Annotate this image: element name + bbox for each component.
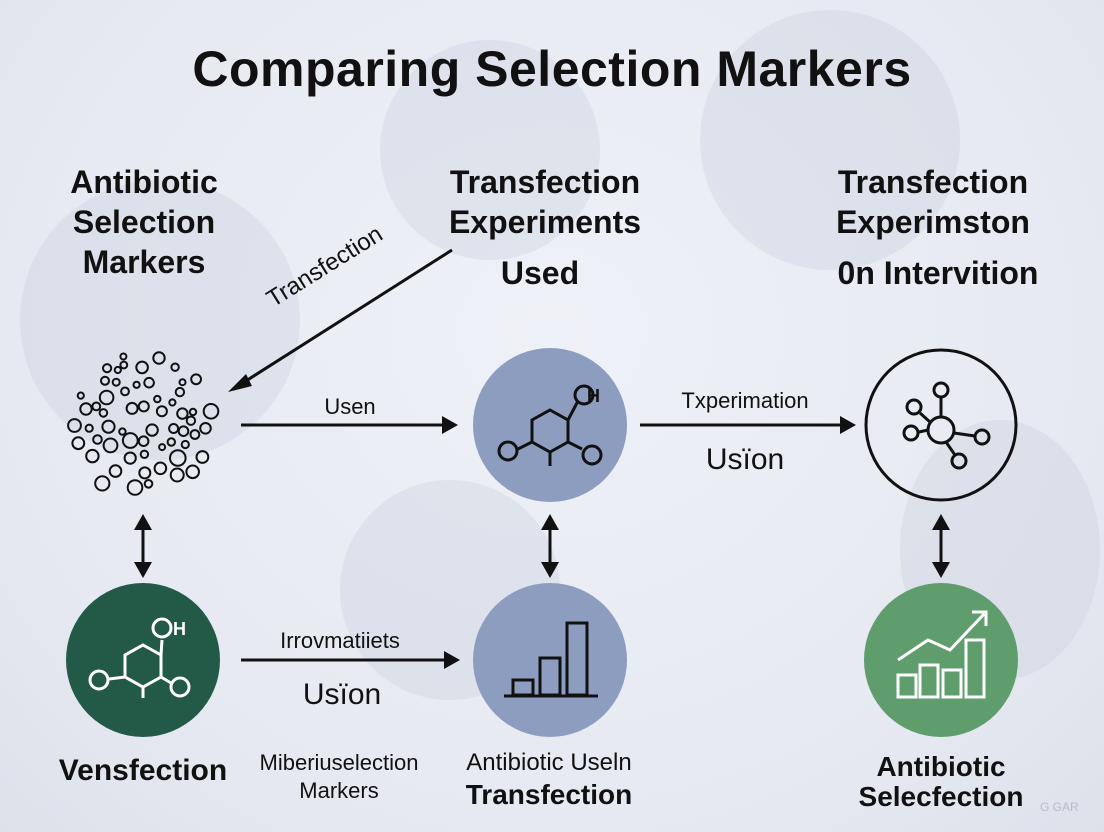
header-right-sub: 0n Intervition (837, 255, 1039, 291)
arrow-cluster-to-molecule (241, 416, 458, 434)
arrow-bottom-left-to-chart (241, 651, 460, 669)
caption-bottom-mid-line-2: Transfection (465, 779, 633, 810)
double-arrow-right (932, 514, 950, 578)
caption-bottom-left: Vensfection (58, 754, 228, 787)
background-blob (700, 10, 960, 270)
arrow-label-top-right: Txperimation (681, 388, 809, 413)
double-arrow-middle (541, 514, 559, 578)
background-blob (380, 40, 600, 260)
arrow-label-bottom: Irrovmatiiets (280, 628, 400, 653)
header-left-line-1: Antibiotic (70, 164, 218, 200)
header-middle-sub: Used (500, 255, 580, 291)
header-left-line-3: Markers (82, 244, 206, 280)
arrow-label-top-left: Usen (324, 394, 376, 419)
network-node-right (864, 348, 1018, 502)
caption-bottom-mid-line-1: Antibiotic Useln (466, 749, 632, 776)
double-arrow-left (134, 514, 152, 578)
header-right-line-1: Transfection (837, 164, 1029, 200)
background-blob (20, 180, 300, 460)
caption-bottom-right-line-2: Selecfection (858, 781, 1024, 812)
caption-bottom-mid-left-line-1: Miberiuselection (259, 750, 419, 775)
molecule-node-middle (473, 348, 627, 502)
caption-bottom-mid-left-line-2: Markers (299, 778, 379, 803)
bar-chart-node-middle (473, 583, 627, 737)
header-middle-line-2: Experiments (448, 204, 642, 240)
header-left-line-2: Selection (72, 204, 216, 240)
cell-cluster-icon (67, 351, 220, 496)
watermark: G GAR (1040, 800, 1079, 814)
header-right-line-2: Experimston (836, 204, 1030, 240)
arrow-molecule-to-network (640, 416, 856, 434)
arrow-label-top-right-sub: Usїon (705, 443, 785, 476)
molecule-left-oh-label: H (173, 619, 186, 639)
molecule-middle-oh-label: H (587, 386, 600, 406)
diagonal-arrow (228, 248, 453, 392)
diagram-title: Comparing Selection Markers (192, 41, 912, 97)
caption-bottom-right-line-1: Antibiotic (876, 751, 1006, 782)
arrow-label-bottom-sub: Usїon (302, 678, 382, 711)
molecule-node-bottom-left (66, 583, 220, 737)
growth-chart-node-right (864, 583, 1018, 737)
header-middle-line-1: Transfection (449, 164, 641, 200)
